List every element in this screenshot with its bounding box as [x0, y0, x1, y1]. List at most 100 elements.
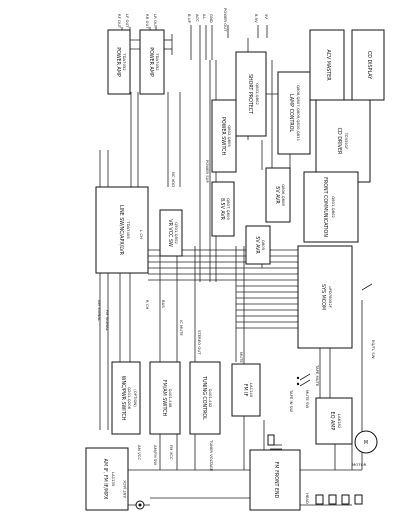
cd-driver-block: CD DRIVER TC9391F [315, 99, 371, 183]
vr-vcc-sw-block: VR VCC SW Q501,Q502 [159, 209, 183, 257]
svg-text:Q401-408: Q401-408 [168, 389, 173, 408]
svg-text:POWER SUP: POWER SUP [205, 160, 210, 183]
power-amp-1-block: POWER AMP TDA7052 [107, 29, 131, 95]
avr-5v-top-block: 5V AVR Q806,Q808 [265, 167, 291, 223]
svg-text:5V AVR: 5V AVR [254, 236, 260, 254]
line-sw-block: LINE SW/NC/APX/LVR TDA7405 [95, 186, 149, 274]
svg-text:LINE SW/NC/APX/LVR: LINE SW/NC/APX/LVR [118, 205, 124, 256]
avr-8v5-block: 8.5V AVR Q807,Q809 [211, 181, 235, 237]
svg-text:LA1135: LA1135 [111, 472, 116, 487]
svg-text:FM IF: FM IF [242, 384, 248, 397]
svg-text:WNC/PWR SWITCH: WNC/PWR SWITCH [120, 376, 126, 421]
svg-text:CD DISPLAY: CD DISPLAY [366, 51, 372, 79]
svg-text:LAMP CONTROL: LAMP CONTROL [288, 94, 294, 132]
acv-master-block: ACV MASTER [309, 29, 345, 101]
svg-text:FM FRONT END: FM FRONT END [273, 462, 279, 499]
svg-text:TC9391F: TC9391F [344, 132, 349, 150]
svg-text:SYS MCOM: SYS MCOM [320, 284, 326, 310]
svg-text:Q805: Q805 [261, 240, 266, 251]
svg-text:Q807,Q809: Q807,Q809 [226, 198, 231, 220]
svg-text:POWER OUT: POWER OUT [223, 8, 228, 32]
svg-text:ACV MASTER: ACV MASTER [325, 49, 331, 81]
svg-text:TAPE MUTE: TAPE MUTE [315, 364, 320, 387]
svg-text:MUTE SW: MUTE SW [305, 390, 310, 408]
front-comm-block: FRONT COMMUNICATION Q801,Q802 [303, 171, 359, 243]
svg-text:8.5V AVR: 8.5V AVR [219, 198, 225, 221]
svg-text:TDA7052: TDA7052 [122, 52, 127, 71]
svg-text:IC MUTE: IC MUTE [179, 320, 184, 336]
svg-text:Q401-402: Q401-402 [208, 389, 213, 408]
avr-5v-mid-block: 5V AVR Q805 [245, 225, 271, 265]
svg-text:EQ/TL SW: EQ/TL SW [371, 340, 376, 359]
signal-labels: RF OUT LF OUT RR OUT LR OUT B UP ACC ILL… [97, 8, 376, 472]
tuning-control-block: TUNING CONTROL Q401-402 [189, 361, 221, 435]
svg-text:EQ AMP: EQ AMP [329, 412, 335, 431]
svg-text:ILL: ILL [202, 14, 207, 20]
svg-text:Q201-Q206: Q201-Q206 [127, 387, 132, 410]
motor-symbol: M MOTOR [352, 430, 378, 467]
svg-text:TUNING CONTROL: TUNING CONTROL [201, 375, 207, 420]
svg-text:LF OUT: LF OUT [125, 14, 130, 28]
svg-text:Q806,Q808: Q806,Q808 [281, 184, 286, 206]
short-protect-block: SHORT PROTECT Q801,Q802 [235, 51, 267, 137]
power-amp-2-block: POWER AMP TDA7052 [139, 29, 165, 95]
svg-text:POWER SWITCH: POWER SWITCH [220, 117, 226, 156]
svg-text:POWER AMP: POWER AMP [148, 47, 154, 77]
svg-text:5V AVR: 5V AVR [274, 186, 280, 204]
svg-text:MOTOR: MOTOR [352, 462, 367, 467]
svg-text:M: M [364, 440, 368, 446]
svg-text:ACC: ACC [195, 14, 200, 22]
svg-text:RF OUT: RF OUT [117, 14, 122, 29]
svg-text:B UP: B UP [187, 14, 192, 24]
svg-text:NC VDD: NC VDD [171, 172, 176, 187]
svg-text:LR OUT: LR OUT [153, 14, 158, 29]
svg-text:Q802,Q805: Q802,Q805 [227, 125, 232, 147]
svg-text:AM SIGNAL: AM SIGNAL [97, 300, 102, 322]
am-if-block: AM IF, FM IF/MPX LA1135 [85, 447, 129, 511]
wnc-pwr-switch-block: WNC/PWR SWITCH Q201-Q206 (OPTION) [111, 361, 141, 435]
power-switch-block: POWER SWITCH Q802,Q805 [211, 99, 237, 173]
svg-text:LA6182: LA6182 [337, 414, 342, 429]
svg-text:AM VCC: AM VCC [137, 445, 142, 460]
svg-text:5V: 5V [264, 14, 269, 19]
svg-text:FM SIGNAL: FM SIGNAL [105, 310, 110, 332]
svg-text:TAPE IN SW: TAPE IN SW [289, 389, 294, 412]
lamp-control-block: LAMP CONTROL Q806,Q807,Q809,Q810,Q811 [277, 71, 311, 155]
svg-text:AM IF, FM IF/MPX: AM IF, FM IF/MPX [102, 459, 108, 500]
antenna-jack-icon: ANT JACK [122, 480, 145, 510]
svg-text:SHORT PROTECT: SHORT PROTECT [247, 74, 253, 114]
svg-text:FM/AM SWITCH: FM/AM SWITCH [161, 380, 167, 417]
svg-text:CD DRIVER: CD DRIVER [336, 128, 342, 155]
svg-text:FRONT COMMUNICATION: FRONT COMMUNICATION [322, 177, 328, 237]
svg-text:RR OUT: RR OUT [145, 14, 150, 29]
svg-text:MUTE: MUTE [239, 352, 244, 363]
svg-text:LA1140: LA1140 [249, 383, 254, 398]
svg-text:POWER AMP: POWER AMP [115, 47, 121, 77]
svg-text:ANT JACK: ANT JACK [122, 480, 127, 498]
svg-text:TUNER VOLTAGE: TUNER VOLTAGE [209, 439, 214, 472]
fm-am-switch-block: FM/AM SWITCH Q401-408 [149, 361, 181, 435]
svg-text:R CH: R CH [145, 300, 150, 309]
svg-text:Q801,Q802: Q801,Q802 [255, 83, 260, 105]
svg-text:Q801,Q802: Q801,Q802 [331, 196, 336, 218]
svg-text:BUS: BUS [161, 300, 166, 308]
fm-front-end-block: FM FRONT END [249, 449, 301, 511]
fm-if-block: FM IF LA1140 [231, 363, 261, 417]
svg-text:Q501,Q502: Q501,Q502 [174, 222, 179, 244]
switch-symbols [267, 283, 373, 450]
svg-text:Q806,Q807,Q809,Q810,Q811: Q806,Q807,Q809,Q810,Q811 [296, 85, 301, 142]
svg-text:STEREO OUT: STEREO OUT [197, 330, 202, 355]
svg-text:HEAD: HEAD [305, 493, 310, 504]
svg-text:AM/FM SW: AM/FM SW [153, 445, 158, 465]
svg-text:FM VCC: FM VCC [169, 445, 174, 460]
svg-text:L CH: L CH [139, 230, 144, 239]
sys-mcom-block: SYS MCOM uPD78052F [297, 245, 353, 349]
head-symbol: HEAD [305, 493, 363, 505]
svg-text:uPD78052F: uPD78052F [328, 286, 333, 308]
svg-text:TDA7405: TDA7405 [126, 220, 131, 239]
svg-text:VR VCC SW: VR VCC SW [167, 219, 173, 247]
svg-text:GND: GND [209, 14, 214, 23]
eq-amp-block: EQ AMP LA6182 [315, 397, 353, 445]
svg-text:TDA7052: TDA7052 [155, 52, 160, 71]
